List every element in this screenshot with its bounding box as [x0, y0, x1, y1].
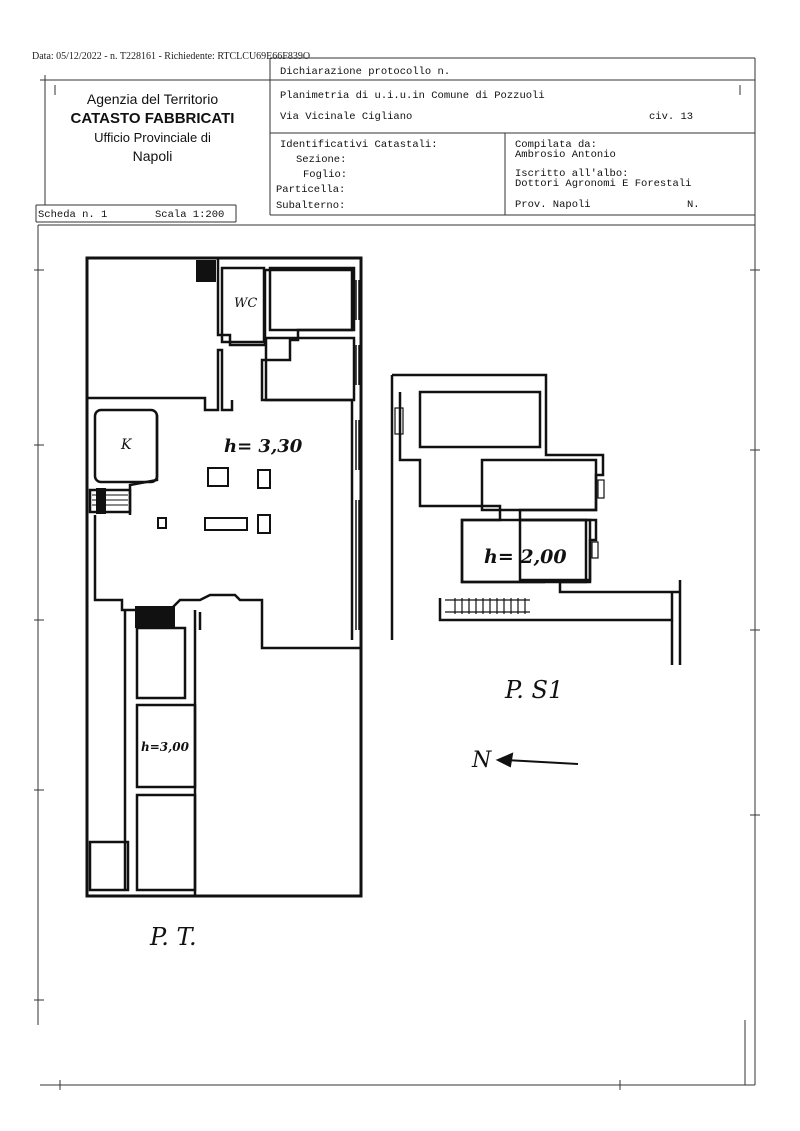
hall-height-label: h= 3,30: [224, 436, 303, 457]
street-address: Via Vicinale Cigliano: [280, 111, 413, 123]
ground-floor-plan: [85, 256, 363, 898]
agency-block: Agenzia del Territorio CATASTO FABBRICAT…: [60, 90, 245, 166]
basement-floor-plan: [390, 373, 682, 665]
compiler-name: Ambrosio Antonio: [515, 149, 616, 161]
register-label: Iscritto all'albo:: [515, 168, 629, 180]
wc-label: WC: [234, 296, 258, 311]
print-info: Data: 05/12/2022 - n. T228161 - Richiede…: [32, 51, 311, 62]
sheet-number: Scheda n. 1: [38, 209, 108, 221]
sheet-scale: Scala 1:200: [155, 209, 225, 221]
basement-height-label: h= 2,00: [484, 546, 567, 568]
north-arrow: [495, 752, 579, 768]
register-name: Dottori Agronomi E Forestali: [515, 178, 692, 190]
identifiers-title: Identificativi Catastali:: [280, 139, 438, 151]
planimetry-title: Planimetria di u.i.u.in Comune di Pozzuo…: [280, 90, 545, 102]
sezione-label: Sezione:: [296, 154, 347, 166]
province-label: Prov. Napoli: [515, 199, 591, 211]
kitchen-label: K: [121, 437, 132, 453]
north-label: N: [472, 748, 492, 773]
basement-floor-label: P. S1: [505, 676, 564, 704]
rooms-height-label: h=3,00: [141, 740, 190, 754]
civic-number: civ. 13: [649, 111, 694, 123]
agency-name: Agenzia del Territorio: [86, 91, 219, 107]
compiled-by-label: Compilata da:: [515, 139, 597, 151]
protocol-label: Dichiarazione protocollo n.: [280, 66, 451, 78]
register-number-label: N.: [687, 199, 700, 211]
office-city: Napoli: [132, 147, 173, 164]
particella-label: Particella:: [276, 184, 346, 196]
ground-floor-label: P. T.: [150, 923, 197, 951]
document-frame: [34, 57, 760, 1090]
foglio-label: Foglio:: [303, 169, 348, 181]
cadastre-title: CATASTO FABBRICATI: [70, 109, 235, 127]
provincial-office: Ufficio Provinciale di: [94, 130, 211, 146]
subalterno-label: Subalterno:: [276, 200, 346, 212]
